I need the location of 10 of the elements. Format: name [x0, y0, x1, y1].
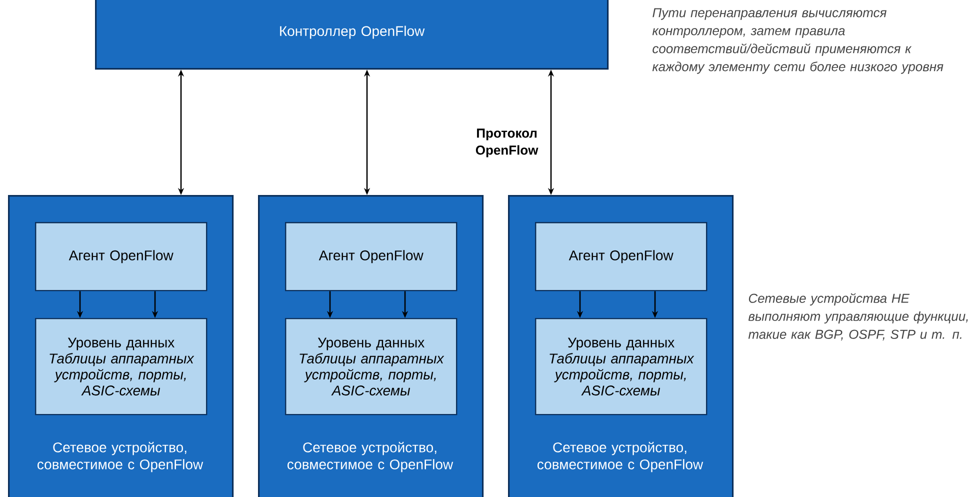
data-plane-box: Уровень данных Таблицы аппаратных устройств, порты, ASIC-схемы: [535, 318, 708, 416]
agent-box: Агент OpenFlow: [285, 222, 458, 292]
agent-box: Агент OpenFlow: [535, 222, 708, 292]
edge-label: Протокол OpenFlow: [468, 126, 545, 160]
controller-box: Контроллер OpenFlow: [95, 0, 609, 70]
data-plane-box: Уровень данных Таблицы аппаратных устройств, порты, ASIC-схемы: [285, 318, 458, 416]
agent-box: Агент OpenFlow: [35, 222, 208, 292]
note-text: Пути перенаправления вычисляются контроллером, затем правила соответствий/действий применяются к каждому элементу сети более низкого уровня: [652, 8, 944, 74]
note-text: Сетевые устройства НЕ выполняют управляющие функции, такие как BGP, OSPF, STP и т. п.: [748, 293, 968, 340]
data-plane-box: Уровень данных Таблицы аппаратных устройств, порты, ASIC-схемы: [35, 318, 208, 416]
